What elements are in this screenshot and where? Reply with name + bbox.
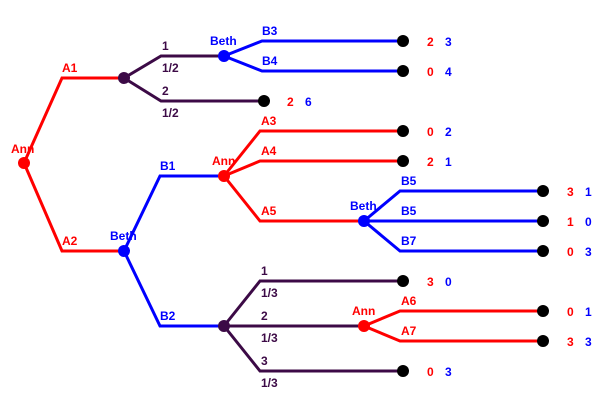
terminal-node [397,155,409,167]
payoff-ann: 1 [567,215,574,229]
node-beth-mid [118,245,130,257]
terminal-node [537,245,549,257]
terminal-node [397,365,409,377]
payoff-ann: 0 [427,365,434,379]
node-beth-top [218,50,230,62]
edge-prob-chance-top-2: 1/2 [162,106,179,120]
payoff-beth: 2 [445,125,452,139]
terminal-node [537,305,549,317]
node-beth-deep [358,215,370,227]
terminal-node [537,215,549,227]
payoff-ann: 0 [427,65,434,79]
edge-label-b7: B7 [401,234,417,248]
edge-labels: A1 A2 1 1/2 2 1/2 B3 B4 B1 B2 A3 A4 A5 B… [62,24,417,390]
edge-label-a4: A4 [261,144,277,158]
edge-label-chance-top-2: 2 [162,84,169,98]
payoff-ann: 3 [427,275,434,289]
player-label-ann-bottom: Ann [352,304,375,318]
edge-a1 [22,76,124,164]
decision-nodes [18,50,370,332]
player-labels: Ann Beth Beth Ann Beth Ann [11,34,377,318]
payoff-beth: 1 [445,155,452,169]
node-ann-root [18,157,30,169]
player-label-ann-root: Ann [11,142,34,156]
edge-prob-chance-bottom-1: 1/3 [261,286,278,300]
edge-chance-top-1 [123,54,224,80]
edge-label-a7: A7 [401,324,417,338]
edge-label-a1: A1 [62,61,78,75]
terminal-node [397,65,409,77]
edge-a2 [22,162,124,253]
node-chance-top [118,72,130,84]
terminal-node [397,275,409,287]
terminal-node [397,125,409,137]
edge-label-b5a: B5 [401,174,417,188]
edge-label-a6: A6 [401,294,417,308]
payoff-beth: 3 [585,245,592,259]
edge-a3 [222,129,403,177]
edge-label-chance-bottom-2: 2 [261,309,268,323]
terminal-node [537,335,549,347]
edge-a6 [363,309,543,328]
payoff-beth: 1 [585,185,592,199]
edge-b5a [363,189,543,223]
payoff-ann: 0 [567,305,574,319]
node-chance-bottom [218,320,230,332]
payoff-ann: 2 [427,35,434,49]
edge-label-chance-top-1: 1 [162,39,169,53]
payoff-beth: 6 [305,95,312,109]
player-label-beth-top: Beth [210,34,237,48]
edge-a4 [223,159,403,178]
payoff-ann: 0 [567,245,574,259]
edge-label-b1: B1 [160,159,176,173]
edge-chance-bottom-3 [222,325,403,373]
edge-b1 [122,174,224,252]
payoff-beth: 3 [445,35,452,49]
edge-prob-chance-bottom-2: 1/3 [261,331,278,345]
edge-chance-bottom-1 [222,279,403,327]
edge-label-b5b: B5 [401,204,417,218]
edge-label-b3: B3 [262,24,278,38]
edge-label-b4: B4 [262,54,278,68]
payoff-beth: 1 [585,305,592,319]
node-ann-bottom [358,320,370,332]
edge-label-a2: A2 [62,234,78,248]
payoff-ann: 3 [567,185,574,199]
edge-a5 [222,175,364,223]
edges [22,39,543,373]
player-label-ann-mid: Ann [212,154,235,168]
edge-label-a5: A5 [261,204,277,218]
terminal-node [258,95,270,107]
payoff-ann: 0 [427,125,434,139]
edge-label-chance-bottom-3: 3 [261,354,268,368]
payoff-beth: 3 [445,365,452,379]
payoff-ann: 3 [567,335,574,349]
payoff-beth: 4 [445,65,452,79]
player-label-beth-mid: Beth [110,229,137,243]
terminal-node [397,35,409,47]
edge-b3 [223,39,403,58]
payoff-beth: 3 [585,335,592,349]
payoff-ann: 2 [427,155,434,169]
edge-label-chance-bottom-1: 1 [261,264,268,278]
player-label-beth-deep: Beth [350,199,377,213]
edge-a7 [363,324,543,343]
payoffs: 2 3 0 4 2 6 0 2 2 1 3 1 1 0 0 3 3 0 0 1 … [287,35,592,379]
edge-prob-chance-top-1: 1/2 [162,61,179,75]
terminal-node [537,185,549,197]
edge-prob-chance-bottom-3: 1/3 [261,376,278,390]
edge-chance-top-2 [123,76,264,103]
payoff-ann: 2 [287,95,294,109]
node-ann-mid [218,170,230,182]
edge-b7 [363,219,543,253]
edge-b4 [223,54,403,73]
payoff-beth: 0 [445,275,452,289]
edge-label-a3: A3 [261,114,277,128]
edge-label-b2: B2 [160,309,176,323]
edge-b2 [122,250,224,328]
terminal-nodes [258,35,549,377]
payoff-beth: 0 [585,215,592,229]
